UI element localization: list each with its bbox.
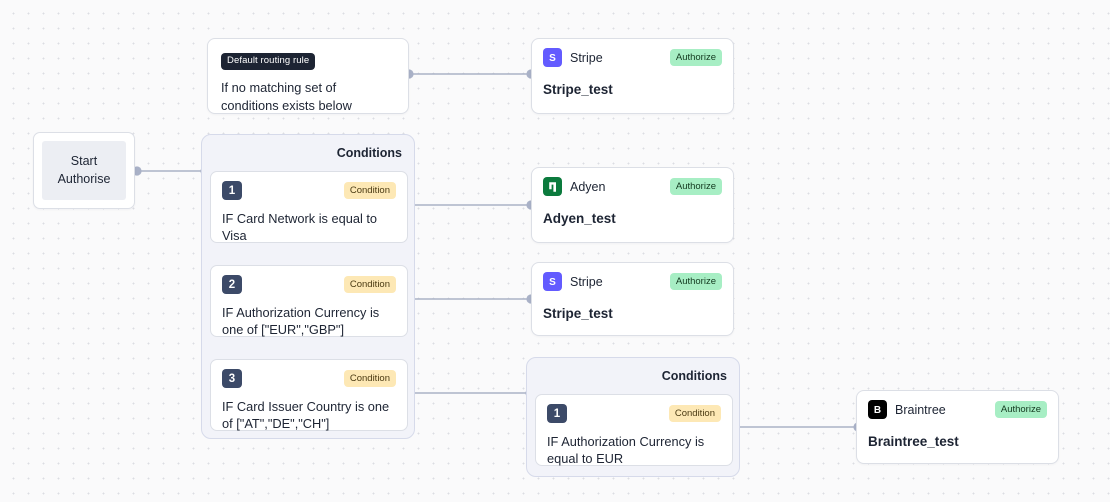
condition-card-1-text: IF Card Network is equal to Visa xyxy=(222,211,378,243)
start-node-line1: Start xyxy=(70,154,98,168)
status-badge: Authorize xyxy=(994,401,1047,418)
connector-identity: S Stripe xyxy=(543,272,603,291)
conditions-group-1[interactable]: Conditions 1 Condition IF Card Network i… xyxy=(201,134,415,439)
svg-text:S: S xyxy=(549,277,556,288)
svg-text:S: S xyxy=(549,53,556,64)
connector-name: Stripe xyxy=(570,50,603,65)
condition-card-1[interactable]: 1 Condition IF Card Network is equal to … xyxy=(210,171,408,243)
connector-title: Stripe_test xyxy=(543,82,613,97)
stripe-icon: S xyxy=(543,48,562,67)
status-badge: Authorize xyxy=(669,49,722,66)
sub-condition-card-1[interactable]: 1 Condition IF Authorization Currency is… xyxy=(535,394,733,466)
connector-title: Stripe_test xyxy=(543,306,613,321)
start-node-inner: Start Authorise xyxy=(42,141,126,200)
connector-title: Adyen_test xyxy=(543,211,616,226)
connector-name: Stripe xyxy=(570,274,603,289)
conditions-group-2-title: Conditions xyxy=(661,369,727,383)
adyen-icon xyxy=(543,177,562,196)
condition-type-badge: Condition xyxy=(343,370,396,387)
conditions-group-2[interactable]: Conditions 1 Condition IF Authorization … xyxy=(526,357,740,477)
connector-node-adyen[interactable]: Adyen Authorize Adyen_test xyxy=(531,167,734,243)
connector-name: Adyen xyxy=(570,179,606,194)
condition-card-2[interactable]: 2 Condition IF Authorization Currency is… xyxy=(210,265,408,337)
connector-header: S Stripe Authorize xyxy=(543,272,722,291)
condition-type-badge: Condition xyxy=(343,182,396,199)
default-routing-rule-badge: Default routing rule xyxy=(221,52,316,70)
default-routing-rule-text: If no matching set of conditions exists … xyxy=(221,79,352,113)
braintree-icon: B xyxy=(868,400,887,419)
start-node[interactable]: Start Authorise xyxy=(33,132,135,209)
condition-card-3-header: 3 Condition xyxy=(222,369,396,388)
conditions-group-1-title: Conditions xyxy=(336,146,402,160)
connector-header: S Stripe Authorize xyxy=(543,48,722,67)
condition-type-badge: Condition xyxy=(343,276,396,293)
condition-number-badge: 3 xyxy=(222,369,242,388)
condition-card-2-text: IF Authorization Currency is one of ["EU… xyxy=(222,305,380,337)
connector-identity: S Stripe xyxy=(543,48,603,67)
connector-node-stripe-default[interactable]: S Stripe Authorize Stripe_test xyxy=(531,38,734,114)
condition-number-badge: 1 xyxy=(547,404,567,423)
connector-header: B Braintree Authorize xyxy=(868,400,1047,419)
condition-number-badge: 2 xyxy=(222,275,242,294)
connector-title: Braintree_test xyxy=(868,434,959,449)
connector-identity: Adyen xyxy=(543,177,605,196)
stripe-icon: S xyxy=(543,272,562,291)
status-badge: Authorize xyxy=(669,273,722,290)
status-badge: Authorize xyxy=(669,178,722,195)
condition-type-badge: Condition xyxy=(668,405,721,422)
condition-number-badge: 1 xyxy=(222,181,242,200)
condition-card-1-header: 1 Condition xyxy=(222,181,396,200)
sub-condition-card-1-header: 1 Condition xyxy=(547,404,721,423)
condition-card-3-text: IF Card Issuer Country is one of ["AT","… xyxy=(222,399,390,431)
connector-node-braintree[interactable]: B Braintree Authorize Braintree_test xyxy=(856,390,1059,464)
condition-card-2-header: 2 Condition xyxy=(222,275,396,294)
connector-name: Braintree xyxy=(895,402,946,417)
start-node-line2: Authorise xyxy=(57,172,111,186)
connector-header: Adyen Authorize xyxy=(543,177,722,196)
condition-card-3[interactable]: 3 Condition IF Card Issuer Country is on… xyxy=(210,359,408,431)
sub-condition-card-1-text: IF Authorization Currency is equal to EU… xyxy=(547,434,705,466)
connector-node-stripe-cond2[interactable]: S Stripe Authorize Stripe_test xyxy=(531,262,734,336)
svg-text:B: B xyxy=(874,405,881,416)
default-routing-rule-node[interactable]: Default routing rule If no matching set … xyxy=(207,38,409,114)
connector-identity: B Braintree xyxy=(868,400,946,419)
